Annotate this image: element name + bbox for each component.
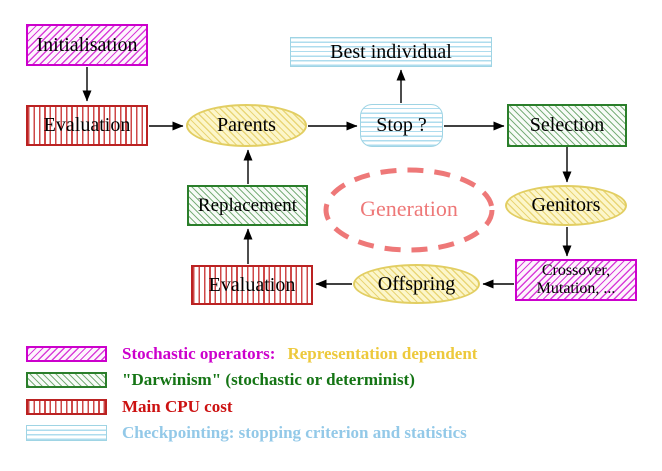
node-parents: Parents — [186, 104, 307, 147]
legend-label: Representation dependent — [287, 344, 478, 363]
crossover-line1: Crossover, — [541, 261, 611, 279]
node-selection: Selection — [507, 104, 627, 147]
node-offspring: Offspring — [353, 264, 480, 304]
legend-label: Stochastic operators: — [122, 344, 276, 363]
node-best-individual: Best individual — [290, 37, 492, 67]
legend-swatch-magenta-hatch — [26, 346, 107, 362]
legend-label: "Darwinism" (stochastic or determinist) — [122, 370, 415, 389]
legend-item-darwinism: "Darwinism" (stochastic or determinist) — [26, 370, 415, 389]
node-evaluation-bottom: Evaluation — [191, 265, 313, 305]
legend-item-checkpointing: Checkpointing: stopping criterion and st… — [26, 423, 467, 442]
legend-item-main-cpu-cost: Main CPU cost — [26, 397, 233, 416]
node-evaluation-top: Evaluation — [26, 105, 148, 146]
crossover-line2: Mutation, ... — [536, 280, 616, 297]
legend-item-stochastic-operators: Stochastic operators: Representation dep… — [26, 344, 478, 363]
legend-swatch-cyan-stripes — [26, 425, 107, 441]
legend-swatch-green-hatch — [26, 372, 107, 388]
node-replacement: Replacement — [187, 185, 308, 226]
legend-swatch-red-stripes — [26, 399, 107, 415]
legend-label: Main CPU cost — [122, 397, 233, 416]
legend-label: Checkpointing: stopping criterion and st… — [122, 423, 467, 442]
node-genitors: Genitors — [505, 185, 627, 226]
node-initialisation: Initialisation — [26, 24, 148, 66]
generation-dashed-ellipse — [323, 167, 495, 253]
node-stop: Stop ? — [360, 104, 443, 147]
generation-label: Generation — [360, 196, 458, 221]
node-crossover-mutation: Crossover, Mutation, ... — [515, 259, 637, 301]
